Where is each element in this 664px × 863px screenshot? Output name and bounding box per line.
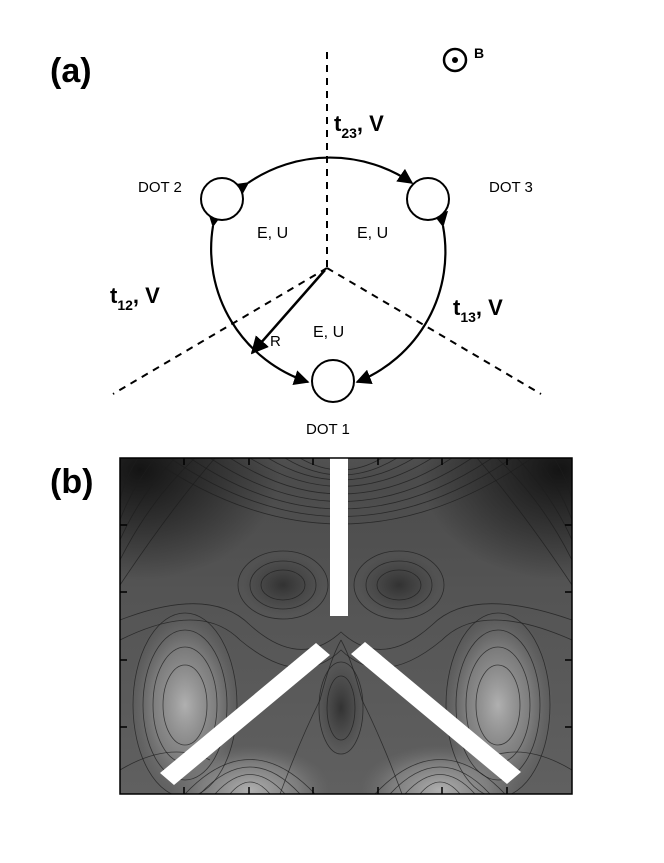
sector-dividers [112, 52, 542, 395]
contour-map [120, 458, 572, 794]
hopping-label-t13: t13, V [453, 295, 503, 325]
radius-arrow [250, 269, 326, 355]
arc-dot3-dot1 [355, 210, 449, 385]
panel-a-label: (a) [50, 52, 92, 90]
sector-label-left: E, U [257, 225, 288, 242]
dot-2-label: DOT 2 [138, 179, 182, 196]
sector-label-bottom: E, U [313, 324, 344, 341]
barrier-gates [160, 458, 521, 785]
hopping-label-t12: t12, V [110, 283, 160, 313]
panel-a: (a) B R DOT 1 DOT 2 DOT 3 E, U [50, 45, 542, 438]
magnetic-field-out-of-page-icon [442, 47, 468, 73]
dot-3 [406, 177, 450, 221]
dot-1 [311, 359, 355, 403]
panel-b: (b) [50, 457, 573, 795]
hopping-arcs [207, 156, 449, 386]
barrier-top [330, 458, 348, 616]
dot-1-label: DOT 1 [306, 421, 350, 438]
arc-dot2-dot3 [232, 156, 414, 198]
frame-ticks [120, 458, 572, 794]
sector-label-right: E, U [357, 225, 388, 242]
barrier-right [351, 642, 521, 784]
arc-dot2-dot1 [207, 211, 310, 386]
panel-b-label: (b) [50, 463, 93, 501]
field-label: B [474, 45, 484, 61]
contour-map-frame [119, 457, 573, 795]
dot-3-label: DOT 3 [489, 179, 533, 196]
dot-2 [200, 177, 244, 221]
barrier-left [160, 643, 330, 785]
hopping-label-t23: t23, V [334, 111, 384, 141]
radius-label: R [270, 333, 281, 350]
